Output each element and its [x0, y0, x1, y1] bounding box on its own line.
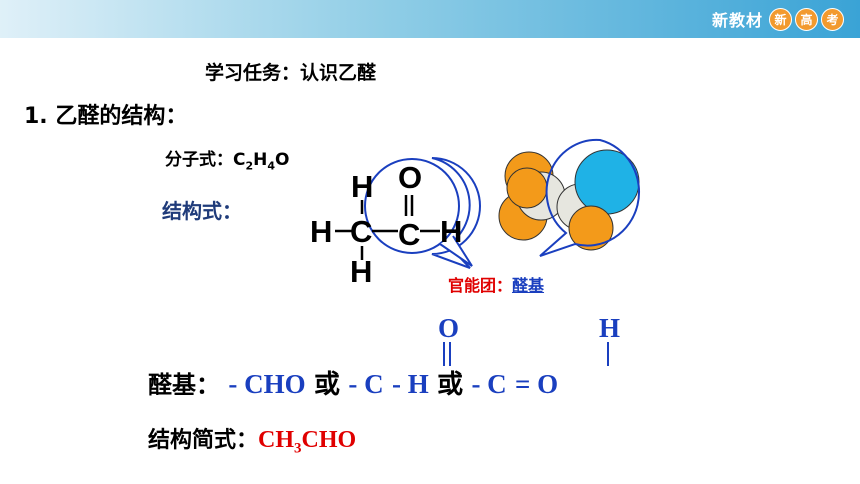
formula-c: C	[233, 150, 246, 170]
formula-h-sub: 4	[267, 159, 276, 173]
formula-o: O	[275, 150, 290, 170]
formula-h: H	[253, 150, 268, 170]
badge-kao: 考	[821, 7, 844, 31]
aldehyde-form2-h: - H	[391, 369, 429, 399]
form3-h: H	[599, 313, 620, 343]
atom-h-top: H	[351, 169, 373, 204]
molecular-formula: 分子式：C2H4O	[165, 145, 289, 172]
molecular-formula-label: 分子式：	[165, 150, 233, 170]
brand-logo: 新教材 新 高 考	[712, 7, 844, 31]
callout-tail	[439, 235, 473, 267]
atom-h-left: H	[310, 214, 332, 249]
badge-gao: 高	[795, 7, 818, 31]
callout-bubble	[431, 157, 481, 269]
condensed-part1: CH	[258, 427, 295, 453]
page-title: 学习任务：认识乙醛	[205, 62, 377, 84]
atom-o: O	[398, 160, 422, 195]
form2-o: O	[438, 313, 459, 343]
brand-text: 新教材	[711, 11, 763, 30]
atom-h-bottom: H	[350, 254, 372, 289]
space-filling-model	[498, 149, 640, 251]
functional-group-name: 醛基	[512, 276, 545, 295]
section-heading: 1. 乙醛的结构：	[24, 104, 188, 129]
aldehyde-form3-eq-o: = O	[515, 369, 559, 399]
aldehyde-form1: - CHO	[228, 369, 306, 399]
structural-formula-label: 结构式：	[162, 199, 242, 223]
formula-c-sub: 2	[245, 159, 254, 173]
model-callout	[539, 138, 641, 257]
header-bar: 新教材 新 高 考	[0, 0, 860, 38]
condensed-sub: 3	[294, 440, 302, 457]
functional-group-label: 官能团：醛基	[448, 272, 544, 296]
or-2: 或	[437, 370, 464, 400]
aldehyde-form3-c: - C	[471, 369, 507, 399]
condensed-part2: CHO	[301, 427, 357, 453]
atom-h-right: H	[440, 214, 462, 249]
condensed-formula: 结构简式：CH3CHO	[148, 422, 356, 457]
atom-c1: C	[350, 214, 372, 249]
aldehyde-label: 醛基：	[148, 371, 220, 399]
aldehyde-group-line: 醛基： - CHO 或 - C - H 或 - C = O	[148, 364, 558, 401]
or-1: 或	[313, 370, 340, 400]
aldehyde-form2-c: - C	[348, 369, 384, 399]
badge-xin: 新	[769, 7, 792, 31]
condensed-label: 结构简式：	[148, 428, 259, 453]
functional-group-prefix: 官能团：	[448, 276, 513, 295]
atom-c2: C	[398, 217, 420, 252]
